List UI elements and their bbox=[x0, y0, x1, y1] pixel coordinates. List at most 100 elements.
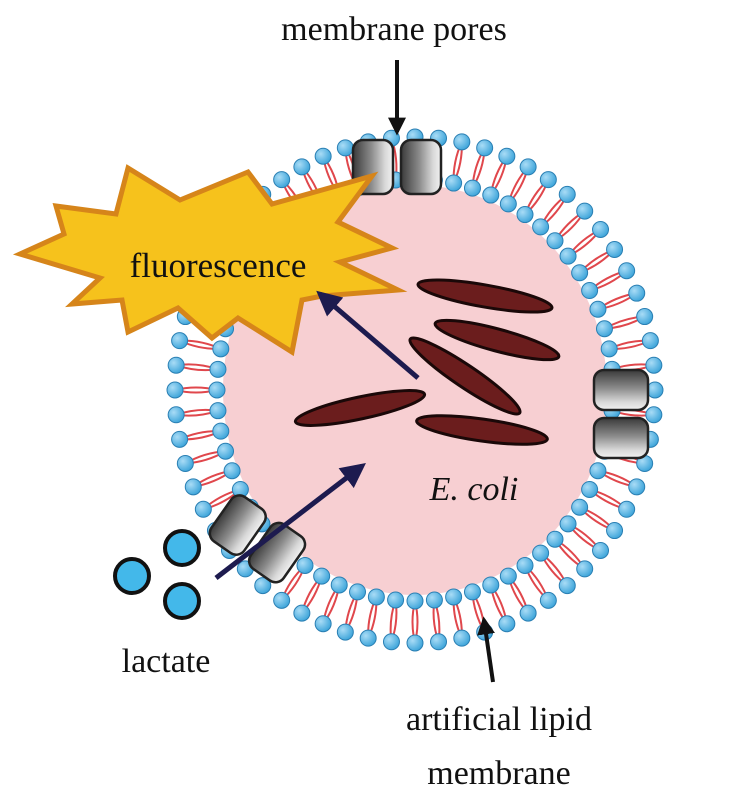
lipid-head bbox=[576, 560, 594, 578]
lipid-head bbox=[519, 158, 537, 176]
lipid-head bbox=[171, 430, 189, 448]
lipid-head bbox=[406, 634, 424, 652]
lipid-head bbox=[592, 542, 610, 560]
lipid-head bbox=[184, 478, 202, 496]
lipid-head bbox=[592, 220, 610, 238]
lipid-head bbox=[589, 300, 607, 318]
lipid-head bbox=[176, 454, 194, 472]
e-coli-label: E. coli bbox=[429, 471, 519, 508]
lipid-head bbox=[628, 478, 646, 496]
lipid-head bbox=[645, 406, 663, 424]
lipid-head bbox=[499, 567, 517, 585]
lipid-head bbox=[558, 185, 576, 203]
lipid-head bbox=[559, 247, 577, 265]
membrane-pores-label: membrane pores bbox=[281, 11, 507, 48]
lipid-head bbox=[571, 264, 589, 282]
lipid-head bbox=[167, 356, 185, 374]
lipid-head bbox=[600, 340, 618, 358]
lipid-head bbox=[212, 340, 230, 358]
lipid-head bbox=[516, 206, 534, 224]
lipid-head bbox=[273, 591, 291, 609]
lipid-head bbox=[539, 591, 557, 609]
lipid-head bbox=[618, 262, 636, 280]
lipid-head bbox=[628, 284, 646, 302]
lipid-head bbox=[167, 406, 185, 424]
lipid-head bbox=[254, 577, 272, 595]
lipid-head bbox=[645, 356, 663, 374]
lipid-head bbox=[571, 498, 589, 516]
bacterium bbox=[293, 389, 427, 427]
lipid-head bbox=[171, 332, 189, 350]
artificial-lipid-label: artificial lipid bbox=[406, 701, 592, 738]
lipid-head bbox=[576, 202, 594, 220]
lipid-head bbox=[463, 583, 481, 601]
lipid-head bbox=[387, 591, 405, 609]
lipid-head bbox=[581, 282, 599, 300]
lipid-head bbox=[208, 381, 226, 399]
lipid-head bbox=[349, 583, 367, 601]
fluorescence-label: fluorescence bbox=[130, 246, 307, 285]
lactate-uptake-arrow bbox=[214, 462, 366, 580]
lipid-head bbox=[463, 179, 481, 197]
lipid-head bbox=[314, 147, 332, 165]
lipid-head bbox=[482, 576, 500, 594]
lipid-head bbox=[589, 462, 607, 480]
lipid-head bbox=[606, 240, 624, 258]
lipid-head bbox=[293, 604, 311, 622]
lipid-head bbox=[212, 422, 230, 440]
lipid-head bbox=[581, 480, 599, 498]
lipid-head bbox=[293, 158, 311, 176]
lipid-head bbox=[532, 218, 550, 236]
lipid-head bbox=[336, 623, 354, 641]
lipid-head bbox=[367, 588, 385, 606]
lactate-molecule-icon bbox=[163, 529, 201, 567]
lipid-head bbox=[359, 629, 377, 647]
lipid-head bbox=[618, 500, 636, 518]
lipid-head bbox=[453, 133, 471, 151]
fluorescence-starburst-icon bbox=[12, 164, 408, 357]
lipid-head bbox=[546, 530, 564, 548]
lipid-head bbox=[636, 308, 654, 326]
lactate-molecules bbox=[113, 529, 201, 620]
bacterium bbox=[416, 278, 554, 314]
lipid-head bbox=[646, 381, 664, 399]
bacterium bbox=[415, 414, 549, 446]
lipid-head bbox=[516, 556, 534, 574]
lipid-head bbox=[559, 515, 577, 533]
lipid-head bbox=[499, 195, 517, 213]
lipid-head bbox=[273, 171, 291, 189]
lipid-head bbox=[641, 332, 659, 350]
lactate-molecule-icon bbox=[113, 557, 151, 595]
membrane-pore-icon bbox=[208, 494, 307, 584]
lipid-head bbox=[406, 592, 424, 610]
bacteria-group bbox=[293, 278, 561, 446]
lipid-head bbox=[532, 544, 550, 562]
lipid-head bbox=[336, 139, 354, 157]
lipid-head bbox=[606, 522, 624, 540]
lipid-head bbox=[217, 442, 235, 460]
lipid-head bbox=[330, 576, 348, 594]
lipid-head bbox=[430, 633, 448, 651]
lactate-molecule-icon bbox=[163, 582, 201, 620]
lipid-head bbox=[194, 500, 212, 518]
lipid-head bbox=[476, 139, 494, 157]
lipid-head bbox=[223, 462, 241, 480]
lipid-head bbox=[445, 588, 463, 606]
lipid-head bbox=[313, 567, 331, 585]
lipid-head bbox=[498, 615, 516, 633]
membrane-label: membrane bbox=[427, 755, 571, 792]
lipid-head bbox=[209, 402, 227, 420]
lipid-head bbox=[595, 320, 613, 338]
bacterium bbox=[433, 318, 561, 362]
membrane-pore-icon bbox=[592, 368, 650, 460]
lipid-head bbox=[425, 591, 443, 609]
lipid-head bbox=[546, 232, 564, 250]
lipid-head bbox=[209, 360, 227, 378]
lipid-head bbox=[482, 186, 500, 204]
lipid-membrane-arrow bbox=[477, 616, 495, 683]
lipid-head bbox=[296, 556, 314, 574]
lipid-head bbox=[382, 633, 400, 651]
lactate-label: lactate bbox=[122, 643, 211, 680]
bacterium bbox=[408, 336, 522, 416]
